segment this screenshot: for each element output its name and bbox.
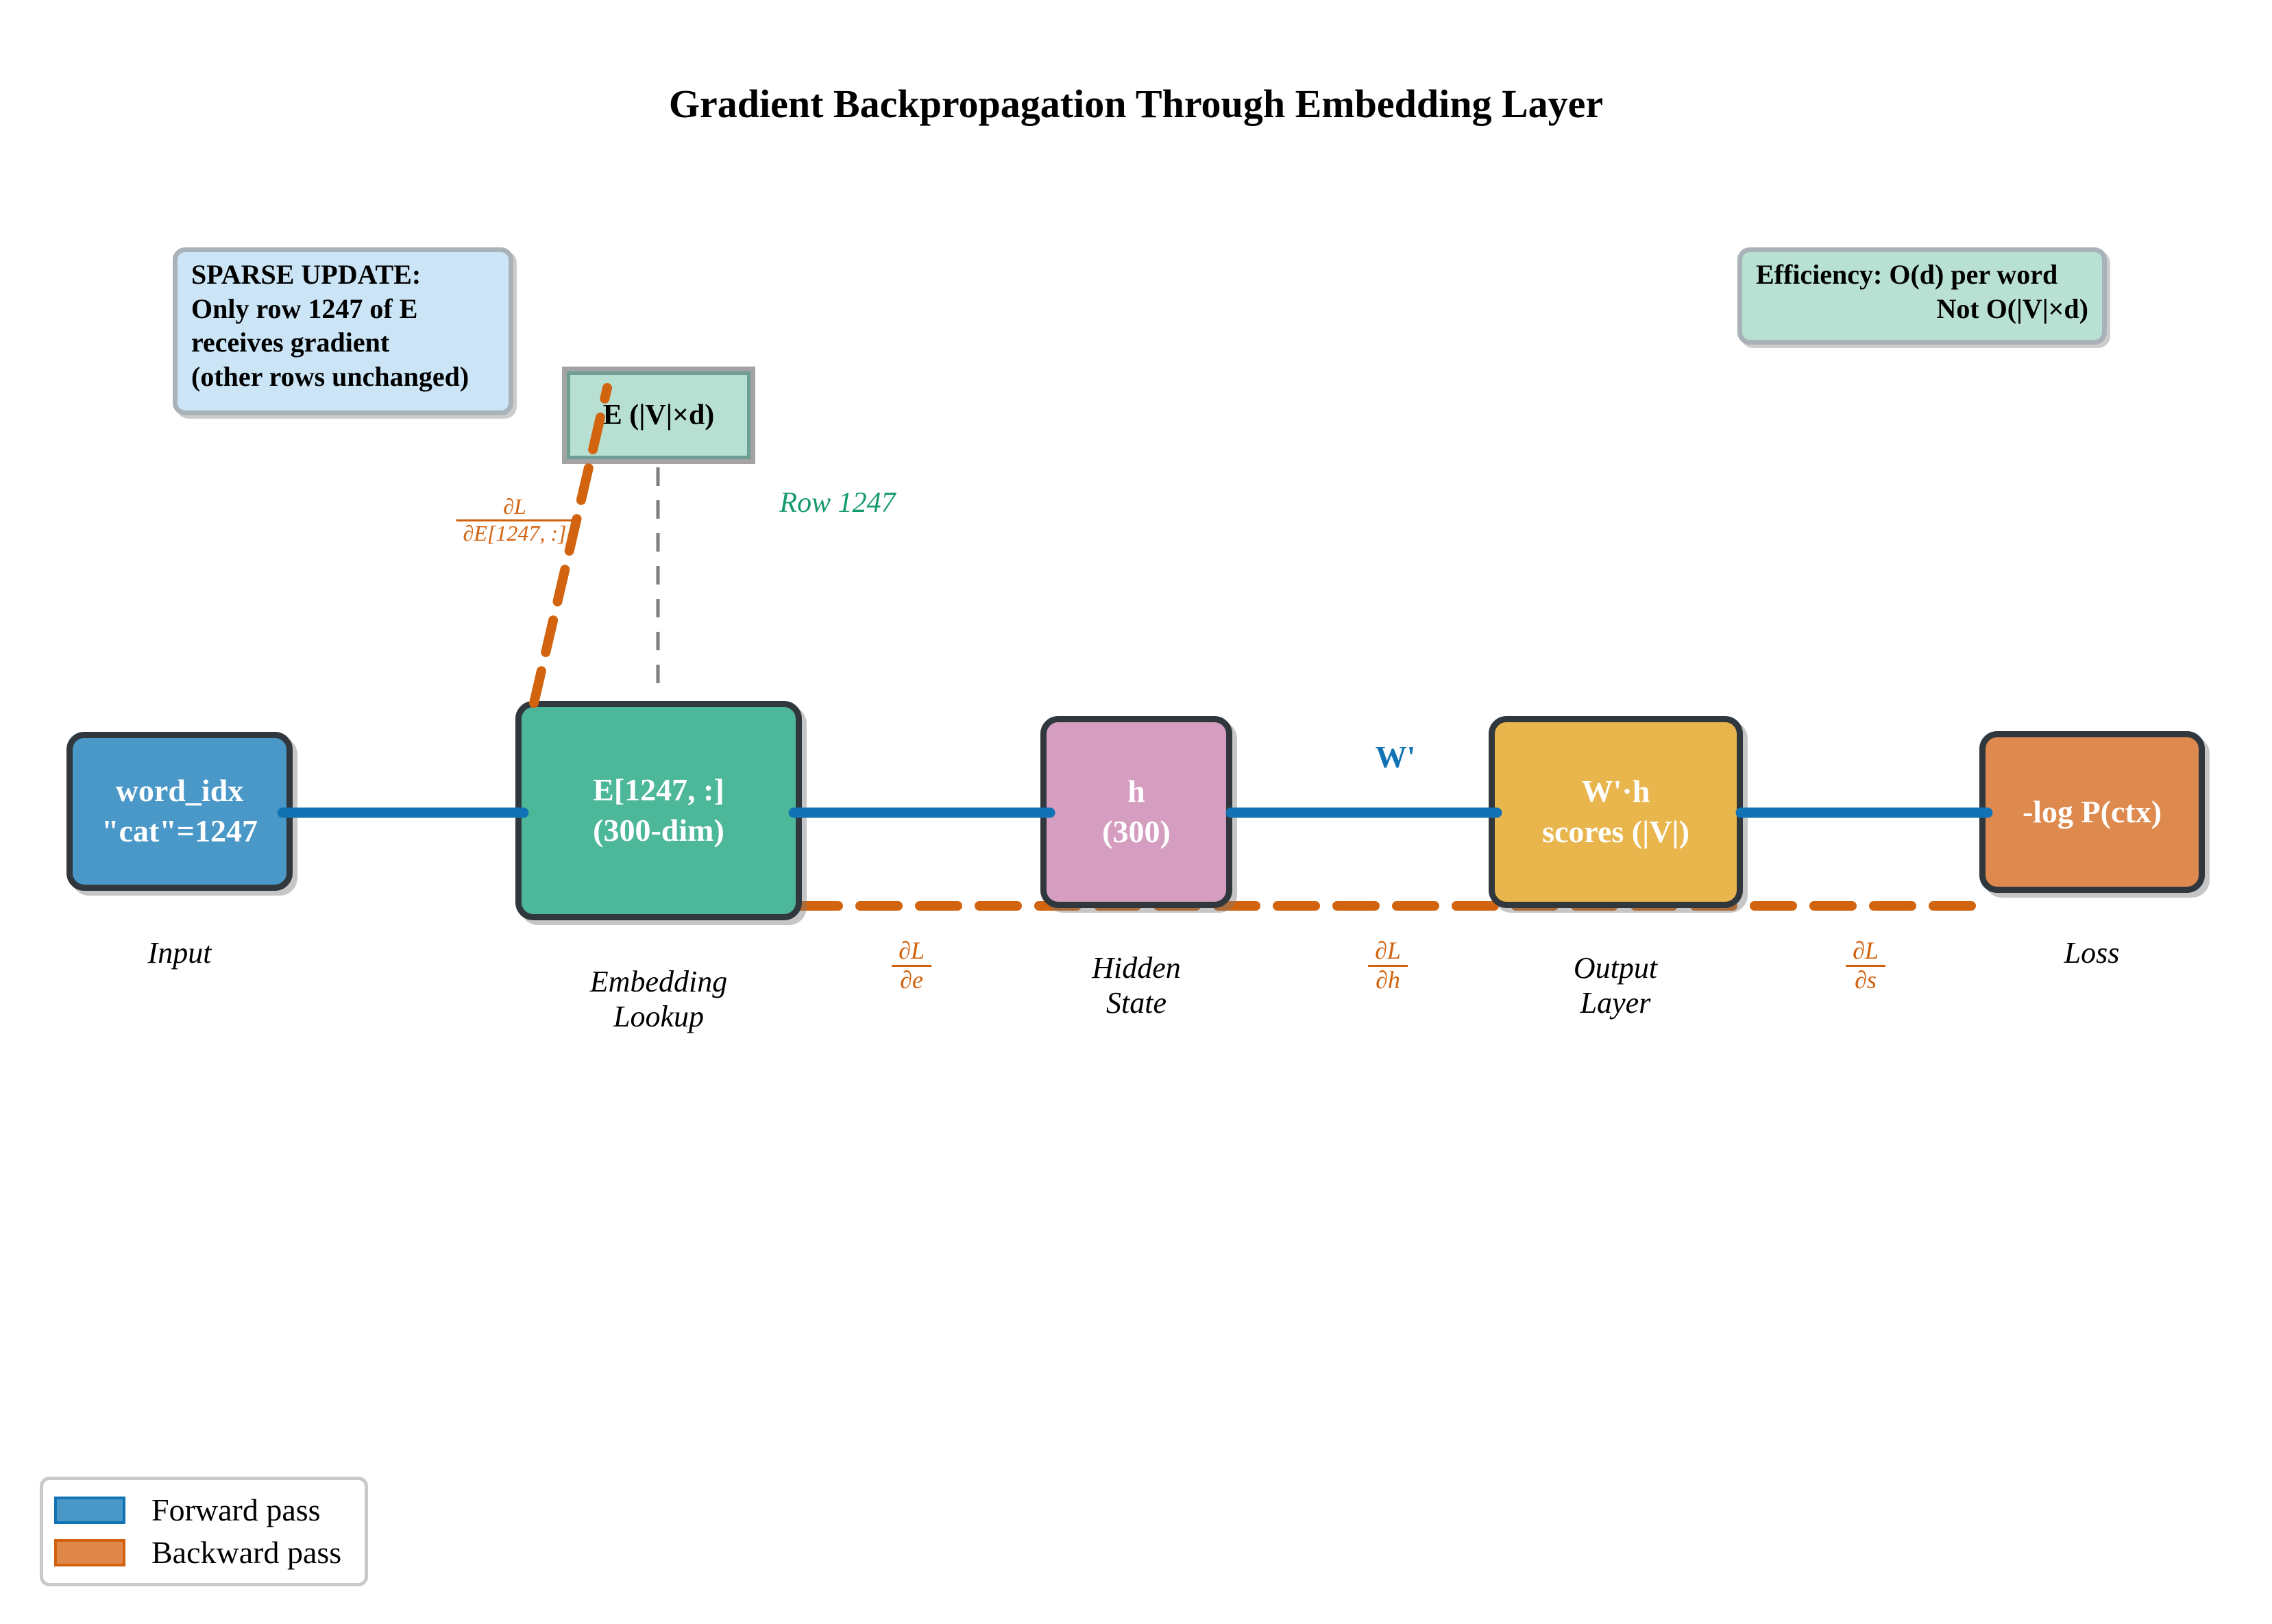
input-box-line1: word_idx — [115, 773, 244, 809]
loss-box-line1: -log P(ctx) — [2022, 793, 2162, 829]
input-caption: Input — [148, 936, 212, 971]
fraction-denominator: ∂h — [1368, 964, 1408, 994]
legend-item-forward: Forward pass — [54, 1494, 354, 1526]
row-pointer-label: Row 1247 — [779, 487, 896, 519]
fraction-numerator: ∂L — [1375, 937, 1401, 964]
caption-line: Hidden — [1092, 951, 1181, 985]
fraction-numerator: ∂L — [1853, 937, 1879, 964]
embedding-caption: Embedding Lookup — [590, 965, 727, 1034]
fraction-numerator: ∂L — [899, 937, 925, 964]
hidden-box-line2: (300) — [1102, 814, 1171, 849]
fraction-numerator: ∂L — [503, 494, 526, 519]
legend-label: Forward pass — [151, 1492, 321, 1528]
efficiency-note: Efficiency: O(d) per word Not O(|V|×d) — [1737, 247, 2107, 345]
fraction-denominator: ∂E[1247, :] — [456, 519, 574, 546]
sparse-note-line: SPARSE UPDATE: — [191, 259, 422, 290]
output-caption: Output Layer — [1574, 951, 1657, 1020]
efficiency-note-line: Not O(|V|×d) — [1936, 293, 2088, 324]
weight-matrix-label: W' — [1375, 739, 1416, 774]
embedding-lookup-box: E[1247, :] (300-dim) — [515, 701, 802, 920]
efficiency-note-line: Efficiency: O(d) per word — [1756, 259, 2058, 290]
fraction-denominator: ∂s — [1846, 964, 1885, 994]
legend: Forward pass Backward pass — [40, 1477, 368, 1586]
caption-line: Input — [147, 936, 212, 970]
output-box-line2: scores (|V|) — [1542, 814, 1689, 849]
output-box-line1: W'·h — [1581, 774, 1650, 809]
gradient-label-e: ∂L ∂e — [892, 937, 931, 994]
loss-caption: Loss — [2064, 936, 2120, 971]
gradient-label-embedding-row: ∂L ∂E[1247, :] — [456, 494, 574, 546]
legend-label: Backward pass — [151, 1534, 342, 1570]
embedding-matrix-box: E (|V|×d) — [562, 367, 755, 464]
fraction-denominator: ∂e — [892, 964, 931, 994]
legend-item-backward: Backward pass — [54, 1534, 354, 1570]
page-title: Gradient Backpropagation Through Embeddi… — [668, 82, 1604, 126]
hidden-state-box: h (300) — [1040, 716, 1232, 908]
caption-line: State — [1106, 985, 1166, 1020]
sparse-note-line: Only row 1247 of E — [191, 293, 418, 324]
caption-line: Output — [1573, 951, 1658, 985]
sparse-update-note: SPARSE UPDATE: Only row 1247 of E receiv… — [173, 247, 513, 415]
caption-line: Lookup — [613, 999, 704, 1033]
sparse-note-line: receives gradient — [191, 327, 390, 358]
embedding-box-line2: (300-dim) — [593, 813, 724, 848]
sparse-note-line: (other rows unchanged) — [191, 360, 469, 392]
input-box: word_idx "cat"=1247 — [66, 732, 293, 891]
forward-pass-swatch — [54, 1497, 125, 1525]
embedding-matrix-label: E (|V|×d) — [602, 399, 715, 431]
output-layer-box: W'·h scores (|V|) — [1489, 716, 1743, 908]
embedding-box-line1: E[1247, :] — [593, 772, 724, 808]
caption-line: Embedding — [589, 965, 728, 998]
backward-pass-swatch — [54, 1538, 125, 1566]
loss-box: -log P(ctx) — [1979, 731, 2205, 893]
gradient-label-h: ∂L ∂h — [1368, 937, 1408, 994]
caption-line: Layer — [1580, 985, 1651, 1020]
hidden-caption: Hidden State — [1092, 951, 1181, 1020]
gradient-label-s: ∂L ∂s — [1846, 937, 1885, 994]
caption-line: Loss — [2064, 936, 2120, 970]
hidden-box-line1: h — [1127, 774, 1145, 809]
input-box-line2: "cat"=1247 — [101, 813, 258, 848]
